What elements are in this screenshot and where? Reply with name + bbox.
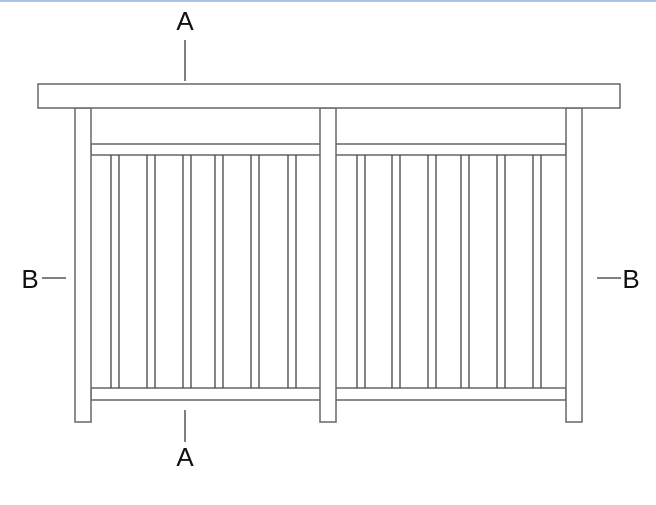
section-label-top: A [176,6,194,36]
section-label-left: B [21,264,38,294]
section-label-right: B [622,264,639,294]
top-handrail [37,83,621,109]
post-right [565,107,583,423]
post-left [74,107,92,423]
section-label-bottom: A [176,442,194,472]
post-middle [319,107,337,423]
balusters [110,155,542,388]
